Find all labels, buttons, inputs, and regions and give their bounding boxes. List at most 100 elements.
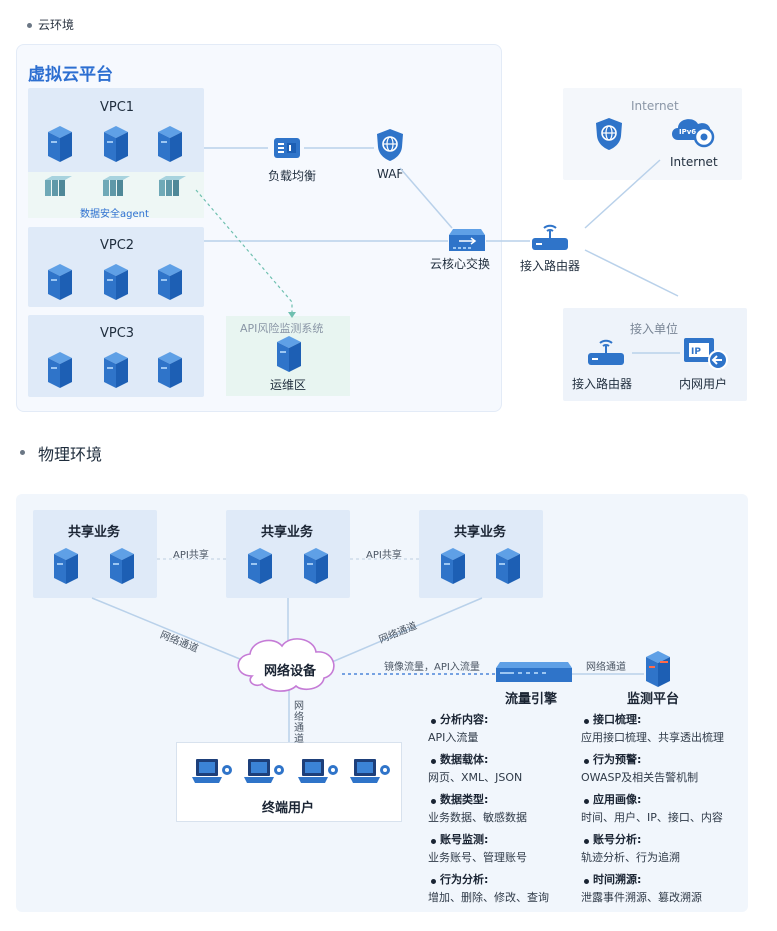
bullet-dot — [584, 799, 589, 804]
intranet-user-label: 内网用户 — [679, 377, 728, 391]
feature-title: 时间溯源: — [593, 873, 642, 886]
monitor-platform-label: 监测平台 — [627, 692, 680, 707]
unit-router-icon — [586, 335, 626, 371]
shared-biz-box-3 — [419, 510, 543, 598]
internet-label: Internet — [670, 155, 718, 169]
intranet-user-ip-icon: IP — [682, 336, 728, 374]
load-balancer-icon — [272, 134, 302, 166]
bullet-dot — [27, 23, 32, 28]
bullet-dot — [584, 879, 589, 884]
ops-system-title: API风险监测系统 — [240, 322, 324, 335]
agent-icon — [158, 176, 186, 202]
server-icon — [494, 548, 522, 588]
server-icon — [156, 126, 184, 166]
access-router-label: 接入路由器 — [520, 259, 581, 273]
mirror-traffic-label: 镜像流量，API入流量 — [384, 662, 480, 673]
network-device-label: 网络设备 — [264, 664, 317, 679]
agent-label: 数据安全agent — [80, 209, 149, 220]
feature-desc: API入流量 — [428, 731, 479, 744]
server-icon — [52, 548, 80, 588]
server-icon — [439, 548, 467, 588]
feature-title: 接口梳理: — [593, 713, 642, 726]
bullet-dot — [20, 450, 25, 455]
router-icon — [530, 220, 570, 256]
engine-channel-label: 网络通道 — [586, 662, 626, 673]
shared-biz-label-1: 共享业务 — [68, 525, 121, 540]
feature-desc: 泄露事件溯源、篡改溯源 — [581, 891, 702, 904]
feature-title: 行为预警: — [593, 753, 642, 766]
waf-label: WAF — [377, 167, 404, 181]
feature-desc: OWASP及相关告警机制 — [581, 771, 699, 784]
ipv6-badge: IPv6 — [679, 128, 696, 136]
access-unit-title: 接入单位 — [630, 322, 679, 336]
flow-engine-icon — [496, 660, 572, 690]
core-switch-icon — [449, 223, 485, 257]
shared-biz-box-1 — [33, 510, 157, 598]
vpc3-label: VPC3 — [100, 326, 135, 341]
net-channel-vertical-4: 道 — [294, 734, 304, 745]
feature-title: 账号分析: — [593, 833, 642, 846]
server-icon — [46, 126, 74, 166]
flow-engine-label: 流量引擎 — [505, 692, 558, 707]
vpc2-label: VPC2 — [100, 238, 135, 253]
bullet-dot — [431, 759, 436, 764]
server-icon — [275, 336, 303, 376]
net-channel-vertical-2: 络 — [294, 712, 304, 723]
shared-biz-label-2: 共享业务 — [261, 525, 314, 540]
feature-title: 应用画像: — [593, 793, 642, 806]
computer-icon — [298, 757, 340, 791]
feature-desc: 时间、用户、IP、接口、内容 — [581, 811, 723, 824]
physical-env-heading: 物理环境 — [38, 445, 103, 464]
api-share-label-1: API共享 — [173, 550, 209, 561]
feature-title: 账号监测: — [440, 833, 489, 846]
feature-title: 数据载体: — [440, 753, 489, 766]
ops-zone-label: 运维区 — [270, 378, 307, 392]
feature-desc: 轨迹分析、行为追溯 — [581, 851, 680, 864]
core-switch-label: 云核心交换 — [430, 257, 491, 271]
computer-icon — [192, 757, 234, 791]
server-icon — [156, 352, 184, 392]
bullet-dot — [584, 719, 589, 724]
agent-icon — [102, 176, 130, 202]
computer-icon — [244, 757, 286, 791]
bullet-dot — [431, 839, 436, 844]
server-icon — [102, 352, 130, 392]
server-icon — [102, 264, 130, 304]
feature-title: 数据类型: — [440, 793, 489, 806]
terminal-users-label: 终端用户 — [262, 801, 315, 816]
agent-icon — [44, 176, 72, 202]
unit-router-label: 接入路由器 — [572, 377, 633, 391]
server-icon — [156, 264, 184, 304]
platform-title: 虚拟云平台 — [28, 65, 113, 85]
server-icon — [102, 126, 130, 166]
server-icon — [46, 352, 74, 392]
bullet-dot — [584, 839, 589, 844]
internet-title: Internet — [631, 99, 679, 113]
ip-badge: IP — [691, 347, 701, 357]
server-icon — [108, 548, 136, 588]
vpc1-label: VPC1 — [100, 100, 135, 115]
feature-desc: 增加、删除、修改、查询 — [428, 891, 549, 904]
net-channel-vertical-3: 通 — [294, 723, 304, 734]
internet-shield-icon — [594, 117, 624, 155]
bullet-dot — [431, 719, 436, 724]
waf-shield-icon — [375, 128, 405, 166]
ipv6-cloud-icon: IPv6 — [668, 110, 718, 154]
api-share-label-2: API共享 — [366, 550, 402, 561]
feature-title: 分析内容: — [440, 713, 489, 726]
feature-desc: 应用接口梳理、共享透出梳理 — [581, 731, 724, 744]
server-icon — [246, 548, 274, 588]
feature-title: 行为分析: — [440, 873, 489, 886]
computer-icon — [350, 757, 392, 791]
bullet-dot — [431, 799, 436, 804]
net-channel-vertical-1: 网 — [294, 701, 304, 712]
feature-desc: 业务账号、管理账号 — [428, 851, 527, 864]
cloud-env-heading: 云环境 — [38, 18, 75, 32]
bullet-dot — [584, 759, 589, 764]
shared-biz-box-2 — [226, 510, 350, 598]
server-icon — [46, 264, 74, 304]
bullet-dot — [431, 879, 436, 884]
server-icon — [302, 548, 330, 588]
